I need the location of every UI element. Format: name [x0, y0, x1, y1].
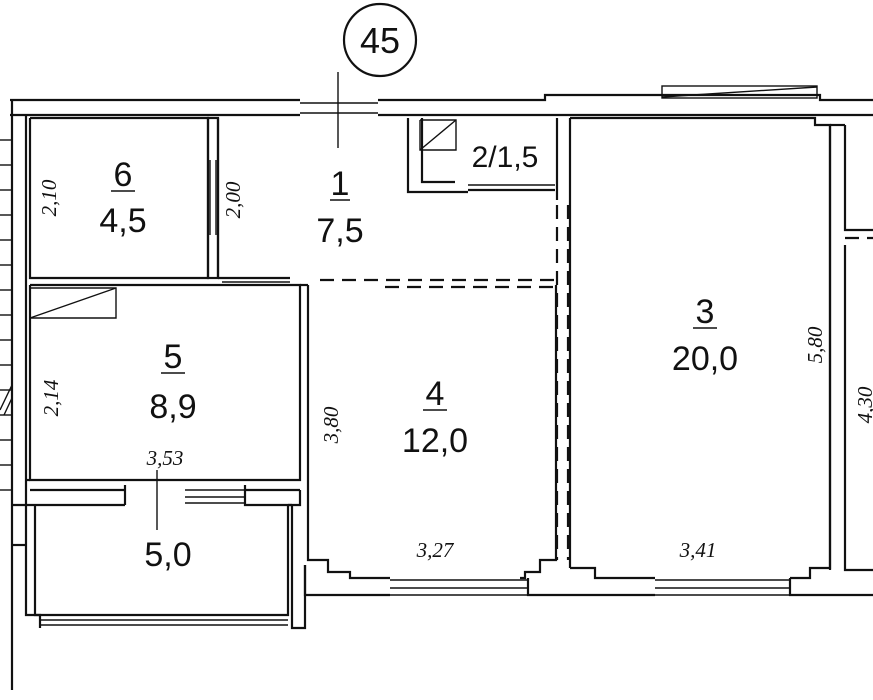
room-2-label: 2/1,5	[472, 141, 539, 174]
wall-masses	[206, 116, 220, 280]
apartment-number: 45	[360, 20, 400, 61]
dimension-label: 3,80	[319, 406, 343, 444]
dashed-partitions	[320, 205, 873, 560]
dimension-label: 4,30	[853, 386, 873, 423]
room-area: 7,5	[316, 212, 363, 250]
room-1-label: 1 7,5	[316, 165, 363, 250]
fixtures	[29, 119, 457, 319]
dimension-label: 5,80	[803, 326, 827, 363]
apartment-number-callout: 45	[337, 2, 418, 148]
room-number: 3	[696, 293, 715, 331]
dimension-label: 2,14	[39, 379, 63, 416]
dimension-label: 2,00	[221, 181, 245, 218]
windows	[0, 85, 818, 626]
room-area: 12,0	[402, 422, 468, 460]
room-3-label: 3 20,0	[672, 293, 738, 378]
balcony-label: 5,0	[144, 470, 192, 574]
room-area: 5,0	[144, 536, 191, 574]
room-area: 4,5	[99, 202, 146, 240]
room-4-label: 4 12,0	[402, 375, 468, 460]
room-area: 8,9	[149, 388, 196, 426]
room-5-label: 5 8,9	[149, 338, 196, 426]
dimension-label: 2,10	[37, 179, 61, 216]
room-6-label: 6 4,5	[99, 156, 146, 240]
room-number: 5	[164, 338, 183, 376]
dimension-label: 3,41	[679, 538, 717, 562]
dimension-label: 3,27	[416, 538, 455, 562]
room-area: 20,0	[672, 340, 738, 378]
room-number: 4	[426, 375, 445, 413]
room-number: 6	[114, 156, 133, 194]
dimension-label: 3,53	[146, 446, 184, 470]
walls	[10, 93, 873, 690]
room-number: 1	[331, 165, 350, 203]
